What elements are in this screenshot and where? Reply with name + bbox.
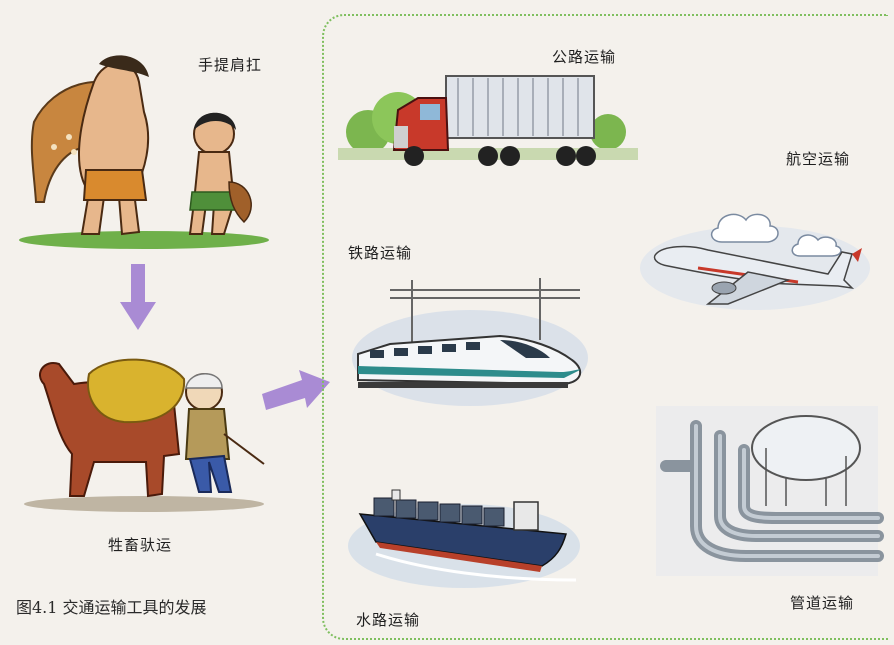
pack-horse-icon xyxy=(24,358,265,512)
truck-icon xyxy=(338,75,638,166)
label-pipeline: 管道运输 xyxy=(790,594,855,612)
down-arrow-icon xyxy=(120,264,156,330)
right-arrow-icon xyxy=(262,370,330,410)
modern-transport-panel xyxy=(322,14,888,640)
primitive-hunters-icon xyxy=(19,55,269,249)
figure-caption: 图4.1 交通运输工具的发展 xyxy=(16,598,207,617)
container-ship-icon xyxy=(348,489,580,588)
label-animal: 牲畜驮运 xyxy=(108,536,173,554)
label-air: 航空运输 xyxy=(786,150,851,168)
airplane-icon xyxy=(640,213,870,310)
label-road: 公路运输 xyxy=(552,48,617,66)
label-rail: 铁路运输 xyxy=(348,244,413,262)
pipeline-icon xyxy=(656,406,884,576)
label-water: 水路运输 xyxy=(356,611,421,629)
label-carry: 手提肩扛 xyxy=(198,56,263,74)
high-speed-train-icon xyxy=(352,278,588,406)
